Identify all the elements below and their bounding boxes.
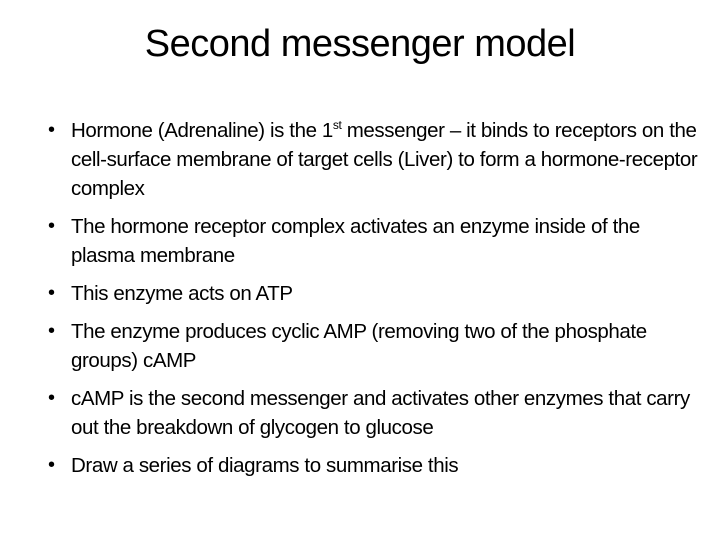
bullet-text: The enzyme produces cyclic AMP (removing… [71,320,647,372]
bullet-icon: • [48,320,55,342]
bullet-text-pre: Hormone (Adrenaline) is the 1 [71,119,333,142]
bullet-list: • Hormone (Adrenaline) is the 1st messen… [48,116,698,489]
slide-title: Second messenger model [144,23,576,65]
bullet-item-enzyme-activation: • The hormone receptor complex activates… [48,212,698,270]
bullet-text: Draw a series of diagrams to summarise t… [71,454,459,477]
bullet-item-task: • Draw a series of diagrams to summarise… [48,451,698,480]
bullet-icon: • [48,282,55,304]
bullet-item-first-messenger: • Hormone (Adrenaline) is the 1st messen… [48,116,698,203]
bullet-item-camp-production: • The enzyme produces cyclic AMP (removi… [48,317,698,375]
bullet-item-second-messenger: • cAMP is the second messenger and activ… [48,384,698,442]
bullet-icon: • [48,387,55,409]
bullet-text: The hormone receptor complex activates a… [71,215,640,267]
bullet-text-post: messenger – it binds to receptors on the… [71,119,698,200]
bullet-icon: • [48,215,55,237]
bullet-item-atp: • This enzyme acts on ATP [48,279,698,308]
ordinal-superscript: st [332,118,342,133]
bullet-icon: • [48,454,55,476]
bullet-text: This enzyme acts on ATP [71,282,293,305]
bullet-text: cAMP is the second messenger and activat… [71,387,690,439]
bullet-icon: • [48,119,55,141]
